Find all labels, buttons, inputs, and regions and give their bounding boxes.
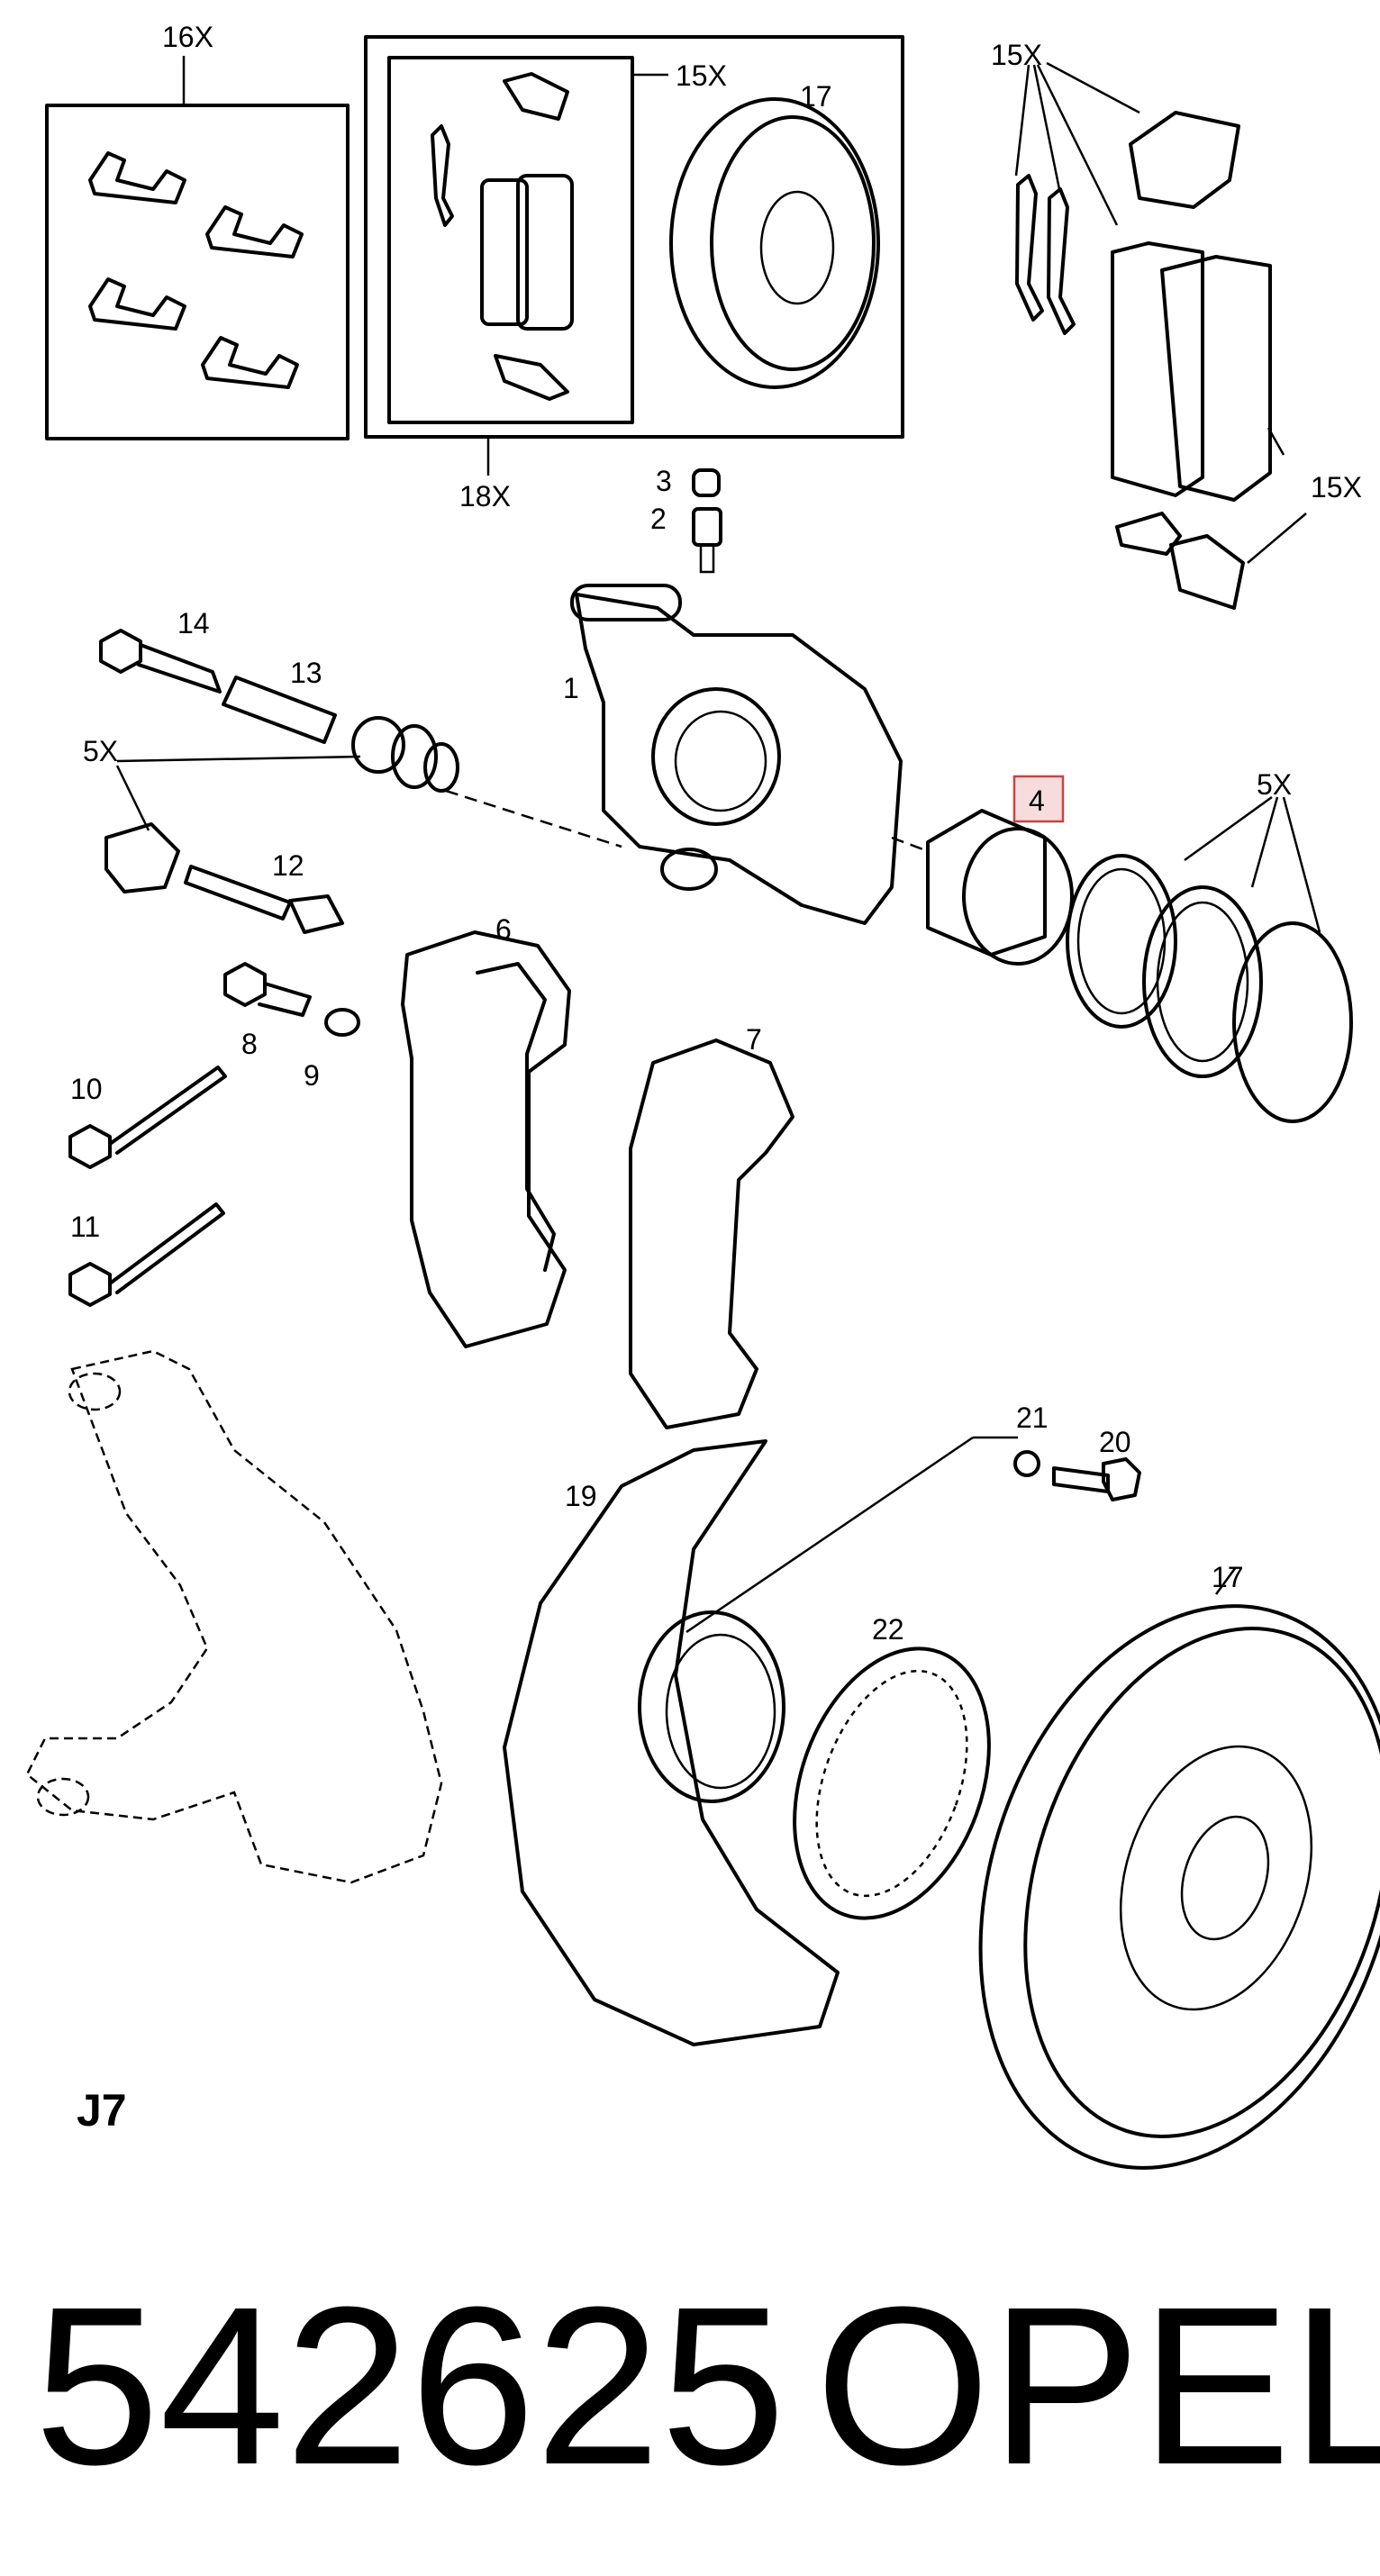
dust-shield (503, 1436, 1018, 2046)
caliper-carriers (401, 930, 794, 1429)
label-10: 10 (70, 1073, 103, 1105)
label-22: 22 (872, 1613, 904, 1646)
label-15x-right-bottom: 15X (1311, 471, 1362, 503)
label-7: 7 (746, 1023, 762, 1056)
label-5x-left: 5X (83, 735, 118, 767)
label-18x: 18X (459, 480, 511, 512)
brake-disc (978, 1566, 1380, 2170)
label-21: 21 (1016, 1401, 1049, 1434)
steering-knuckle-ghost (25, 1349, 443, 1884)
label-19: 19 (565, 1480, 597, 1512)
label-11: 11 (70, 1211, 100, 1243)
label-3: 3 (656, 465, 672, 497)
pad-clip-kit-box (45, 56, 350, 440)
brand-name: OPEL (815, 2260, 1380, 2511)
bleeder-screw (692, 468, 722, 574)
shield-bolt (1013, 1450, 1141, 1501)
label-16x: 16X (162, 21, 213, 53)
label-17-top: 17 (800, 80, 832, 113)
right-pad-assembly (1014, 61, 1307, 610)
section-code: J7 (77, 2085, 127, 2136)
label-13: 13 (290, 657, 322, 689)
caliper-body (445, 584, 929, 925)
pad-kit-box (364, 35, 904, 476)
part-number: 542625 (34, 2260, 785, 2511)
piston-and-seals (926, 795, 1353, 1123)
label-12: 12 (272, 849, 304, 882)
label-15x-right-top: 15X (991, 39, 1042, 71)
highlight-box-4 (1012, 775, 1065, 823)
label-8: 8 (241, 1028, 258, 1060)
label-15x-box: 15X (676, 59, 727, 92)
label-17-bottom: 17 (1212, 1561, 1244, 1593)
label-14: 14 (177, 607, 210, 639)
label-4: 4 (1029, 785, 1045, 817)
label-2: 2 (650, 503, 667, 535)
label-9: 9 (304, 1059, 320, 1092)
abs-tone-ring (793, 1646, 991, 1920)
label-6: 6 (495, 913, 512, 946)
guide-bolts (68, 629, 459, 1307)
label-1: 1 (563, 672, 579, 704)
label-5x-right: 5X (1257, 768, 1292, 801)
label-20: 20 (1099, 1426, 1131, 1458)
